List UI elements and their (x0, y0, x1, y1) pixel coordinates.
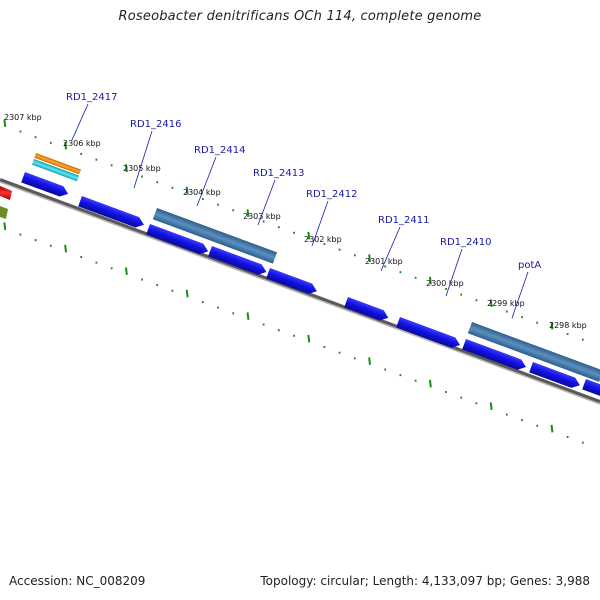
feature-rd1-2414 (152, 208, 278, 264)
map-title: Roseobacter denitrificans OCh 114, compl… (118, 9, 482, 24)
tick-mark (550, 424, 554, 433)
gene-label: RD1_2412 (306, 189, 357, 200)
tick-mark (368, 254, 371, 263)
feature-track (21, 153, 600, 398)
gene-leader-line (133, 130, 153, 189)
tick-mark (185, 186, 189, 195)
tick-label: 2306 kbp (63, 139, 101, 148)
feature-rd1-2417 (21, 172, 69, 197)
outer-tick-track (3, 119, 584, 341)
tick-mark (489, 299, 493, 308)
tick-mark (3, 222, 7, 231)
tick-label: 2302 kbp (304, 235, 342, 244)
gene-label: RD1_2411 (378, 215, 429, 226)
feature-red (0, 186, 12, 200)
gene-label: potA (518, 260, 541, 271)
tick-label: 2300 kbp (426, 279, 464, 288)
tick-label: 2303 kbp (243, 212, 281, 221)
tick-label: 2307 kbp (4, 113, 42, 122)
tick-mark (550, 321, 554, 330)
gene-label: RD1_2414 (194, 145, 245, 156)
gene-leader-line (380, 226, 401, 272)
tick-label: 2298 kbp (549, 321, 587, 330)
genome-backbone (0, 178, 600, 405)
tick-mark (185, 289, 189, 298)
gene-leader-line (196, 156, 217, 207)
genome-summary: Topology: circular; Length: 4,133,097 bp… (260, 574, 590, 588)
feature-rd1-2411 (344, 297, 389, 321)
tick-mark (246, 312, 250, 321)
tick-mark (307, 231, 311, 240)
tick-mark (64, 141, 67, 150)
tick-mark (64, 244, 67, 253)
feature-rd1-2407 (582, 379, 600, 398)
feature-orange (34, 153, 82, 175)
feature-rd1-2412 (208, 246, 267, 275)
tick-mark (368, 357, 371, 366)
accession-text: Accession: NC_008209 (9, 574, 146, 588)
feature-olive (0, 206, 8, 219)
partial-features-left (0, 186, 12, 219)
gene-leader-line (71, 103, 89, 141)
tick-mark (489, 402, 493, 411)
tick-mark (124, 164, 128, 173)
tick-mark (428, 379, 432, 388)
gene-leader-line (445, 248, 463, 297)
feature-rd1-2409 (462, 339, 526, 370)
tick-label: 2301 kbp (365, 257, 403, 266)
tick-label: 2305 kbp (123, 164, 161, 173)
gene-leader-line (257, 179, 276, 226)
tick-mark (307, 334, 311, 343)
feature-rd1-2416 (78, 196, 144, 228)
gene-label: RD1_2416 (130, 119, 181, 130)
feature-cyan (31, 159, 80, 182)
gene-leader-line (311, 200, 329, 247)
tick-label: 2299 kbp (487, 299, 525, 308)
tick-mark (246, 209, 250, 218)
gene-label: RD1_2413 (253, 168, 304, 179)
feature-rd1-2413 (146, 224, 209, 255)
tick-mark (3, 119, 7, 128)
tick-mark (124, 267, 128, 276)
gene-leader-line (511, 271, 529, 319)
gene-labels: RD1_2417RD1_2416RD1_2414RD1_2413RD1_2412… (66, 92, 541, 319)
tick-mark (428, 276, 432, 285)
inner-tick-track (3, 222, 584, 444)
gene-label: RD1_2410 (440, 237, 491, 248)
feature-pota (467, 322, 600, 382)
feature-rd1-2412b (266, 268, 317, 294)
feature-rd1-2410 (396, 317, 460, 348)
feature-rd1-2408 (529, 362, 580, 388)
gene-label: RD1_2417 (66, 92, 117, 103)
